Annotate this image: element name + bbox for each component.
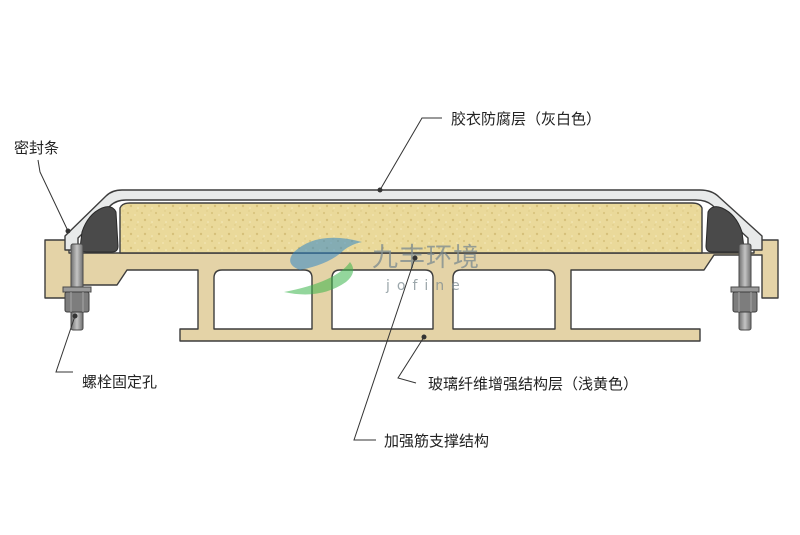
watermark-logo-icon — [290, 237, 362, 270]
leader-lines — [37, 117, 442, 441]
label-bolt-hole: 螺栓固定孔 — [82, 373, 157, 391]
seal-strip-left — [79, 206, 119, 253]
watermark: 九丰环境 jofine — [284, 237, 480, 295]
label-gel-coat: 胶衣防腐层（灰白色） — [451, 110, 601, 128]
foam-core — [119, 202, 703, 254]
rib-cell-3 — [452, 269, 556, 330]
bolt-right — [730, 243, 760, 331]
rib-cells — [213, 269, 556, 330]
rib-cell-1 — [213, 269, 313, 330]
watermark-cn-text: 九丰环境 — [372, 243, 480, 273]
bolt-right-washer-top — [730, 286, 760, 293]
label-seal-strip: 密封条 — [14, 139, 59, 157]
leader-seal-strip — [37, 159, 69, 232]
leader-bolt-hole — [55, 315, 76, 373]
rib-cell-2 — [331, 269, 434, 330]
label-frp-layer: 玻璃纤维增强结构层（浅黄色） — [428, 375, 638, 393]
leader-frp-layer — [397, 336, 425, 384]
watermark-en-text: jofine — [385, 278, 467, 294]
bolt-left-washer-top — [62, 286, 92, 293]
watermark-logo-swoosh — [284, 262, 354, 295]
leader-gel-coat — [379, 117, 442, 191]
bolt-right-nut — [732, 291, 758, 313]
label-rib-support: 加强筋支撑结构 — [384, 432, 489, 450]
leader-rib-support — [353, 257, 416, 441]
gel-coat-shell — [64, 189, 763, 251]
bolt-left — [62, 243, 92, 331]
seal-strip-right — [705, 206, 745, 253]
bolt-left-nut — [64, 291, 90, 313]
